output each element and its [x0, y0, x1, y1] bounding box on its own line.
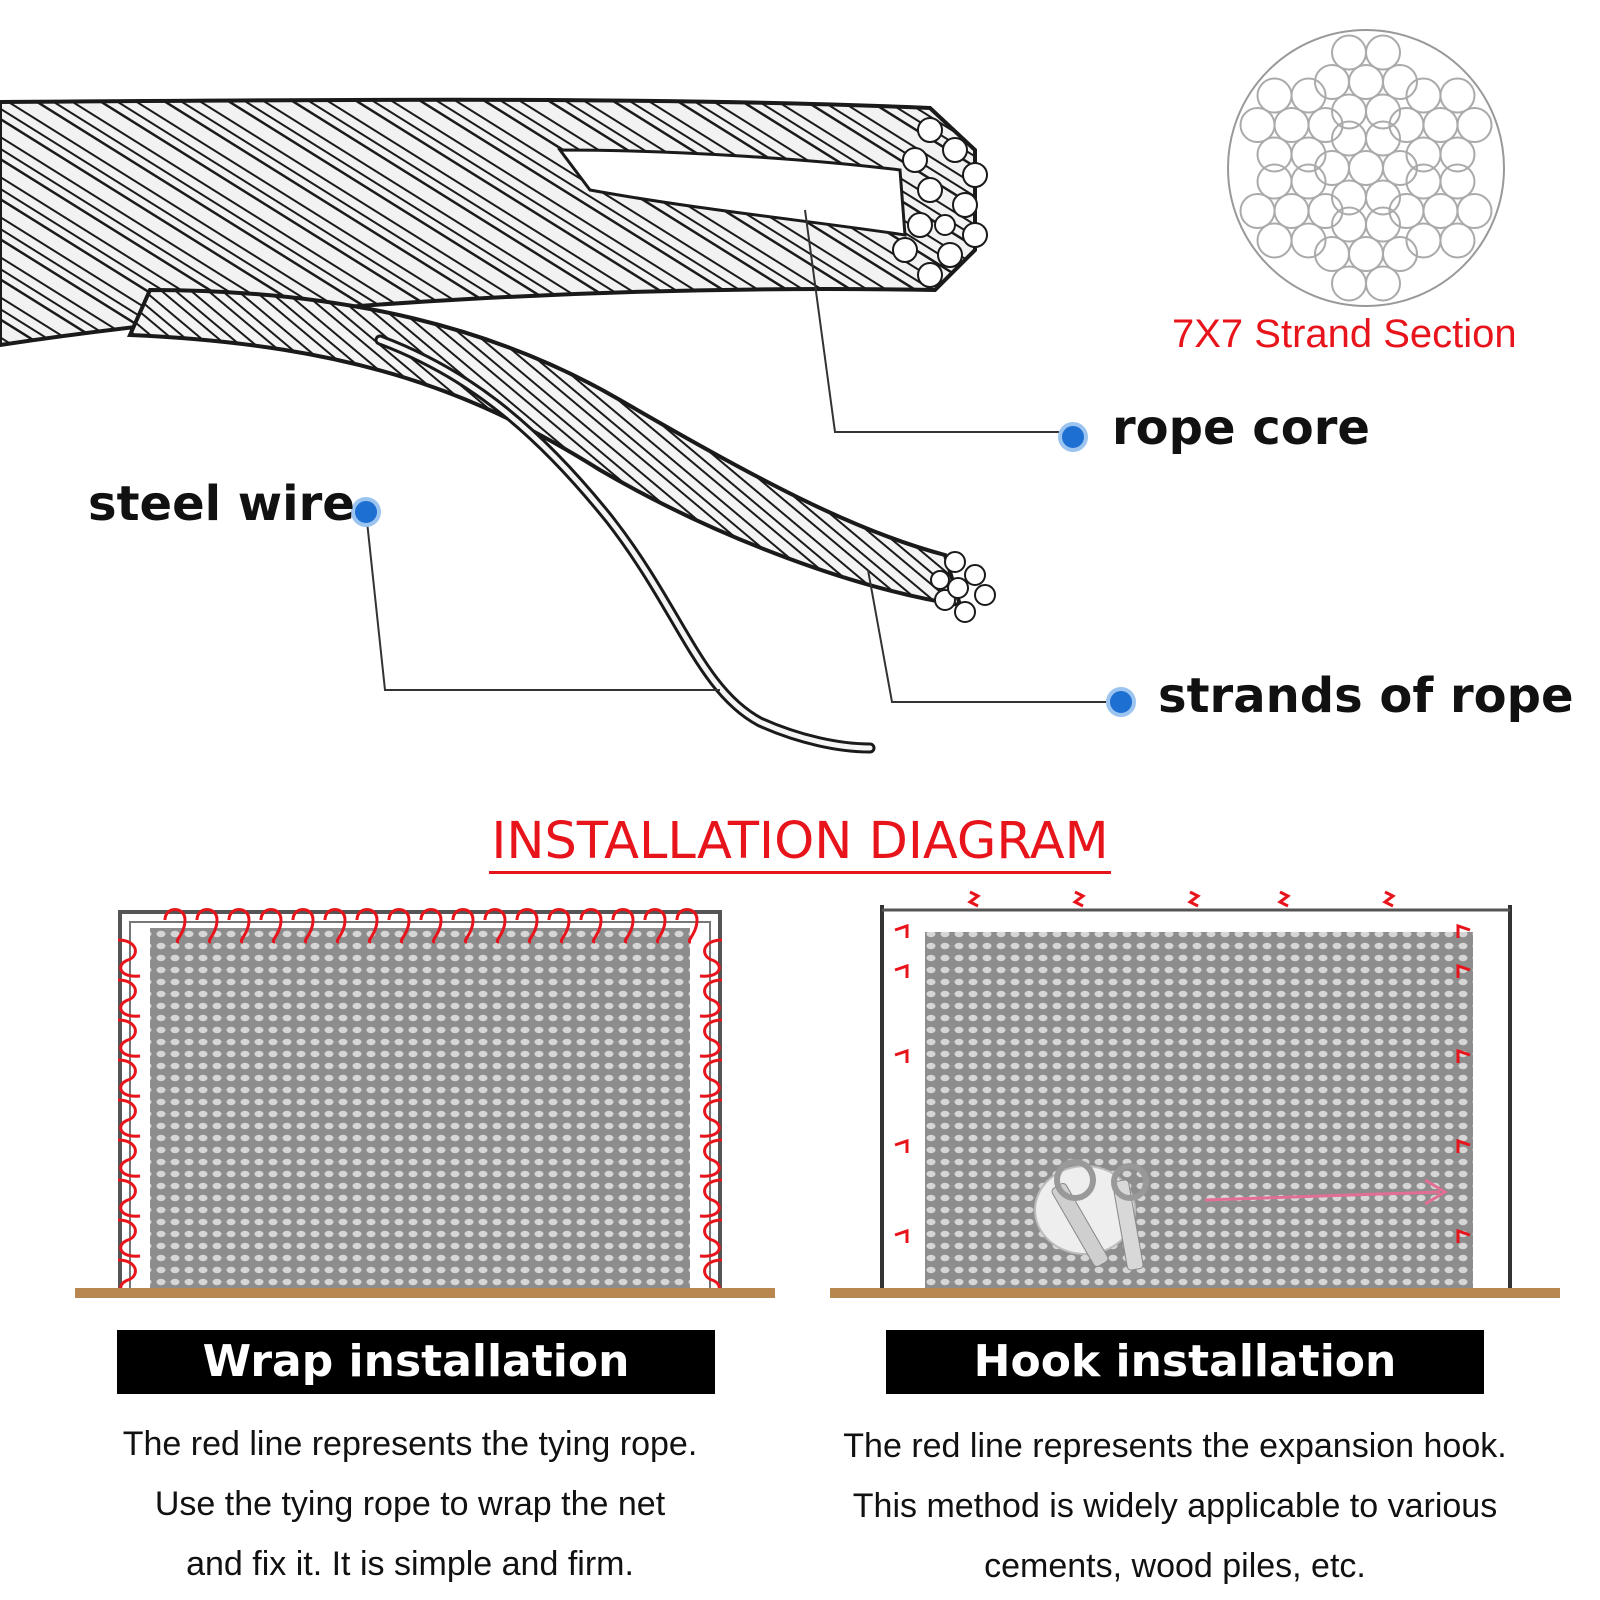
hook-desc-line: The red line represents the expansion ho…: [843, 1427, 1507, 1465]
wrap-desc-line: The red line represents the tying rope.: [122, 1425, 698, 1463]
wrap-desc-line: Use the tying rope to wrap the net: [154, 1485, 666, 1523]
hook-installation-heading: Hook installation: [886, 1330, 1484, 1394]
main-rope-end: [892, 117, 988, 288]
strands-label: strands of rope: [1158, 668, 1574, 724]
expansion-hook-photo: [1034, 1159, 1149, 1271]
rope-core: [556, 148, 907, 237]
strand-section-crosssection: [1227, 29, 1505, 307]
installation-title: INSTALLATION DIAGRAM: [489, 812, 1111, 874]
hook-installation-description: The red line represents the expansion ho…: [815, 1416, 1535, 1596]
callout-dot-steel-wire: [351, 497, 381, 527]
leader-rope-core: [804, 209, 1060, 433]
installation-illustrations: [75, 890, 1560, 1298]
strand-section-title: 7X7 Strand Section: [1172, 312, 1517, 356]
wire-rope-illustration: [0, 29, 1505, 754]
leader-steel-wire: [365, 511, 720, 691]
ground-right: [830, 1288, 1560, 1298]
hook-pointer-arrow: [1204, 1190, 1441, 1202]
strand-end: [930, 551, 996, 623]
callout-dot-strands: [1106, 687, 1136, 717]
callout-dot-rope-core: [1058, 422, 1088, 452]
rope-core-label: rope core: [1112, 400, 1370, 456]
hook-mesh-net: [925, 932, 1473, 1290]
steel-wire-label: steel wire: [88, 476, 355, 532]
expansion-hooks: [894, 890, 1471, 1243]
hook-desc-line: This method is widely applicable to vari…: [852, 1487, 1498, 1525]
ground-left: [75, 1288, 775, 1298]
hook-installation-illustration: [830, 890, 1560, 1298]
hook-desc-line: cements, wood piles, etc.: [984, 1547, 1366, 1585]
wrap-installation-description: The red line represents the tying rope. …: [50, 1414, 770, 1594]
wrap-mesh-net: [150, 928, 690, 1290]
wrap-installation-illustration: [75, 908, 775, 1298]
wrap-installation-heading: Wrap installation: [117, 1330, 715, 1394]
wrap-desc-line: and fix it. It is simple and firm.: [186, 1545, 634, 1583]
installation-title-row: INSTALLATION DIAGRAM: [0, 812, 1600, 874]
leader-strands: [867, 569, 1120, 703]
